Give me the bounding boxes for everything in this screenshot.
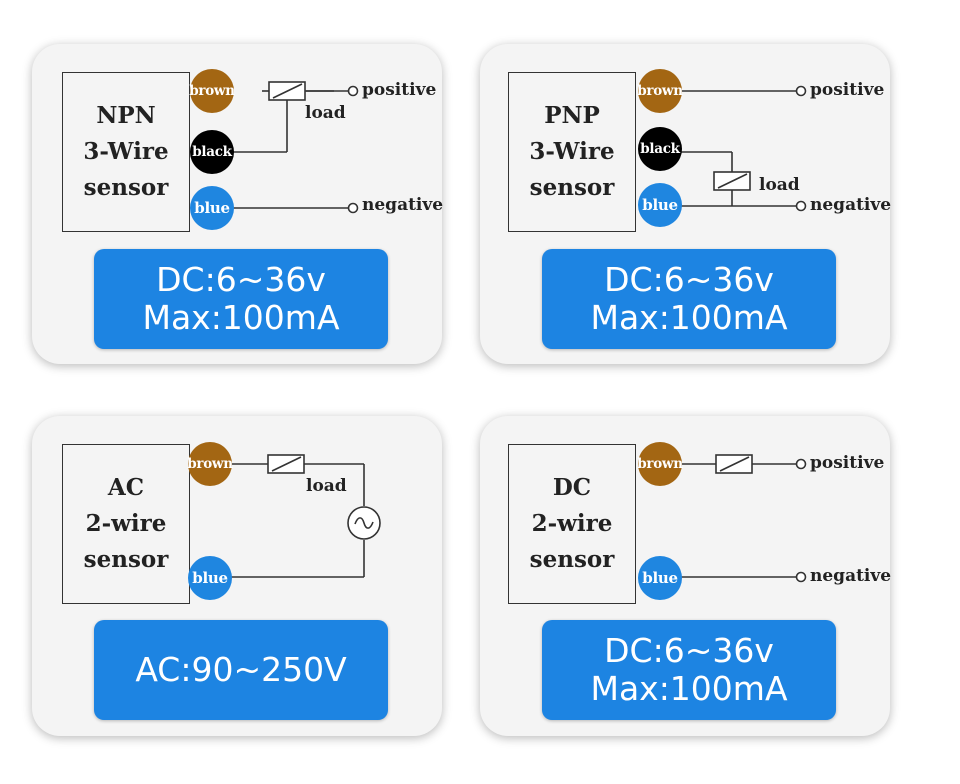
wire-brown: brown xyxy=(637,69,683,113)
positive-terminal xyxy=(795,85,807,97)
wire-blue: blue xyxy=(638,183,682,227)
sensor-wiring: 3-Wire xyxy=(529,138,615,165)
spec-badge: DC:6~36v Max:100mA xyxy=(94,249,388,349)
wiring-diagram-dc xyxy=(660,454,807,583)
spec-voltage: AC:90~250V xyxy=(135,650,347,689)
wiring-diagram-ac xyxy=(212,454,381,578)
ac-source-icon xyxy=(347,506,381,540)
wire-blue: blue xyxy=(190,186,234,230)
negative-terminal xyxy=(347,202,359,214)
relay-load-icon xyxy=(267,454,305,474)
panel-dc-2wire: DC 2-wire sensor brown blue positive neg… xyxy=(480,416,892,736)
load-label: load xyxy=(759,175,800,195)
spec-badge: DC:6~36v Max:100mA xyxy=(542,249,836,349)
wiring-diagram-pnp xyxy=(660,85,807,212)
wire-brown: brown xyxy=(187,442,233,486)
positive-terminal xyxy=(795,458,807,470)
negative-label: negative xyxy=(810,195,892,215)
spec-current: Max:100mA xyxy=(142,298,340,337)
negative-label: negative xyxy=(362,195,444,215)
sensor-type: NPN xyxy=(96,102,156,129)
sensor-type: PNP xyxy=(544,102,600,129)
sensor-wiring: 2-wire xyxy=(531,510,613,537)
relay-load-icon xyxy=(715,454,753,474)
wire-brown: brown xyxy=(637,442,683,486)
wire-blue: blue xyxy=(188,556,232,600)
negative-terminal xyxy=(795,571,807,583)
sensor-type: DC xyxy=(552,474,592,501)
wire-black: black xyxy=(638,127,682,171)
negative-terminal xyxy=(795,200,807,212)
wire-black: black xyxy=(190,130,234,174)
spec-voltage: DC:6~36v xyxy=(604,631,774,670)
spec-voltage: DC:6~36v xyxy=(156,260,326,299)
panel-npn-3wire: NPN 3-Wire sensor brown black blue posit… xyxy=(32,44,444,364)
spec-badge: DC:6~36v Max:100mA xyxy=(542,620,836,720)
load-label: load xyxy=(305,103,346,123)
negative-label: negative xyxy=(810,566,892,586)
sensor-label: sensor xyxy=(83,174,169,201)
spec-badge: AC:90~250V xyxy=(94,620,388,720)
panel-pnp-3wire: PNP 3-Wire sensor brown black blue posit… xyxy=(480,44,892,364)
relay-load-icon xyxy=(268,81,306,101)
relay-load-icon xyxy=(713,171,751,191)
load-label: load xyxy=(306,476,347,496)
positive-terminal xyxy=(347,85,359,97)
spec-voltage: DC:6~36v xyxy=(604,260,774,299)
positive-label: positive xyxy=(362,80,437,100)
spec-current: Max:100mA xyxy=(590,669,788,708)
sensor-type: AC xyxy=(107,474,145,501)
sensor-box: PNP 3-Wire sensor xyxy=(508,72,636,232)
sensor-wiring: 3-Wire xyxy=(83,138,169,165)
sensor-label: sensor xyxy=(83,546,169,573)
sensor-wiring: 2-wire xyxy=(85,510,167,537)
sensor-label: sensor xyxy=(529,174,615,201)
wiring-diagram-npn xyxy=(212,81,359,214)
wire-brown: brown xyxy=(189,69,235,113)
sensor-box: NPN 3-Wire sensor xyxy=(62,72,190,232)
positive-label: positive xyxy=(810,453,885,473)
sensor-box: DC 2-wire sensor xyxy=(508,444,636,604)
wire-blue: blue xyxy=(638,556,682,600)
positive-label: positive xyxy=(810,80,885,100)
sensor-label: sensor xyxy=(529,546,615,573)
spec-current: Max:100mA xyxy=(590,298,788,337)
panel-ac-2wire: AC 2-wire sensor brown blue load AC:90~2… xyxy=(32,416,442,736)
sensor-box: AC 2-wire sensor xyxy=(62,444,190,604)
